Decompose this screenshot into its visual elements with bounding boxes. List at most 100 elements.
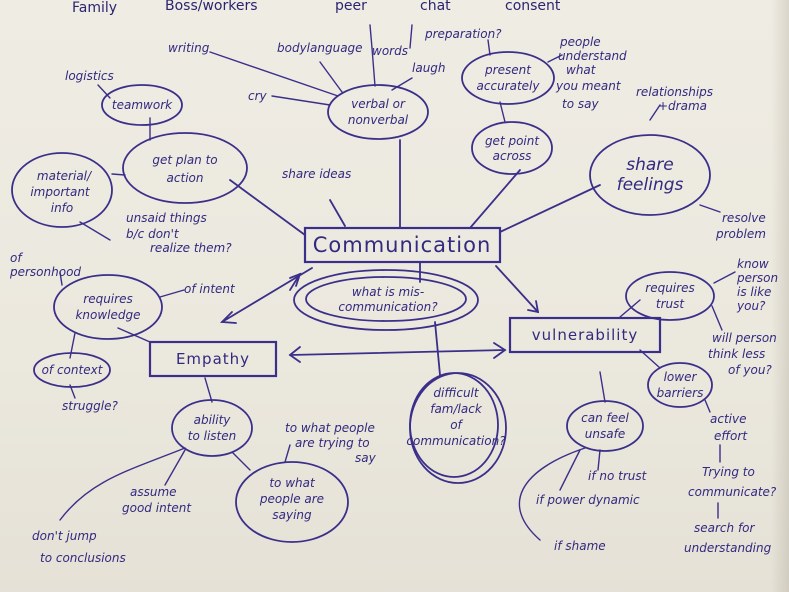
- line-listen-saying: [231, 451, 251, 471]
- resolve-line-2: problem: [715, 227, 766, 241]
- plan-teamwork: teamwork: [112, 98, 173, 112]
- line-comm-plan: [229, 179, 306, 236]
- verbal-words: words: [372, 44, 408, 58]
- bubble-listen: [171, 399, 253, 457]
- arrowhead-right: [493, 342, 507, 359]
- bubble-knowledge: [53, 274, 163, 340]
- info-line-3: info: [51, 201, 74, 215]
- line-saying-trying: [284, 444, 291, 463]
- think-line-3: of you?: [728, 363, 772, 377]
- line-vuln-trust: [619, 299, 641, 318]
- understand-line-4: you meant: [555, 79, 622, 93]
- line-verbal-body: [319, 61, 343, 93]
- effort-line-1: active: [710, 412, 746, 426]
- unsafe-shame: if shame: [554, 539, 606, 553]
- bubble-context: [33, 352, 111, 388]
- info-line-1: material/: [37, 169, 93, 183]
- verbal-body-language: bodylanguage: [277, 41, 363, 55]
- bubble-trust: [625, 271, 715, 321]
- trying-comm-line-1: Trying to: [702, 465, 755, 479]
- line-verbal-writing: [209, 51, 339, 97]
- line-present-getpoint: [499, 101, 506, 123]
- trying-line-2: are trying to: [295, 436, 370, 450]
- arrowhead-empathy-2: [289, 272, 302, 287]
- search-line-2: understanding: [684, 541, 772, 555]
- getpoint-line-2: across: [493, 149, 532, 163]
- knowledge-intent: of intent: [184, 282, 236, 296]
- header-word-consent: consent: [505, 0, 561, 14]
- verbal-laugh: laugh: [412, 61, 446, 75]
- feelings-line-2: feelings: [617, 175, 684, 195]
- line-verbal-cry: [271, 95, 331, 106]
- assume-line-1: assume: [130, 485, 177, 499]
- line-trust-think: [711, 305, 723, 331]
- listen-line-1: ability: [194, 413, 232, 427]
- bubble-getpoint: [471, 121, 553, 175]
- paper-fold-shadow: [771, 0, 789, 592]
- unsafe-line-2: unsafe: [585, 427, 625, 441]
- line-knowledge-context: [69, 332, 76, 359]
- barriers-line-1: lower: [664, 370, 698, 384]
- verbal-cry: cry: [248, 89, 268, 103]
- plan-line-1: get plan to: [152, 153, 217, 167]
- bubble-teamwork: [101, 84, 183, 126]
- know-line-3: is like: [737, 285, 771, 299]
- unsafe-line-1: can feel: [581, 411, 629, 425]
- miscomm-line-1: what is mis-: [352, 285, 424, 299]
- trying-line-3: say: [355, 451, 377, 465]
- knowledge-context: of context: [42, 363, 104, 377]
- arrow-comm-vuln: [495, 265, 539, 313]
- plan-line-2: action: [167, 171, 204, 185]
- line-info-unsaid: [79, 221, 111, 241]
- understand-line-2: understand: [558, 49, 627, 63]
- line-feelings-rel: [649, 104, 661, 121]
- difficult-line-3: of: [450, 418, 463, 432]
- line-unsafe-shame: [518, 447, 586, 541]
- difficult-line-4: communication?: [406, 434, 506, 448]
- line-comm-getpoint: [469, 169, 521, 229]
- line-comm-feelings: [499, 184, 601, 233]
- line-listen-assume: [164, 449, 186, 486]
- unsaid-line-1: unsaid things: [126, 211, 207, 225]
- understand-line-3: what: [566, 63, 597, 77]
- arrowhead-empathy: [219, 311, 237, 324]
- shapes: [11, 51, 715, 543]
- line-empathy-listen: [204, 377, 213, 403]
- line-unsafe-notrust: [597, 449, 601, 471]
- search-line-1: search for: [694, 521, 756, 535]
- bubble-plan: [122, 132, 248, 204]
- line-comm-ideas: [329, 199, 346, 227]
- line-unsafe-power: [559, 449, 581, 491]
- know-line-1: know: [737, 257, 769, 271]
- present-line-1: present: [484, 63, 532, 77]
- personhood-line-1: of: [10, 251, 23, 265]
- present-preparation: preparation?: [424, 27, 502, 41]
- assume-line-2: good intent: [122, 501, 192, 515]
- bubble-saying: [235, 461, 349, 543]
- bubble-difficult-2: [409, 372, 507, 484]
- line-knowledge-intent: [159, 289, 185, 298]
- know-line-2: person: [736, 271, 778, 285]
- line-present-prep: [487, 39, 491, 56]
- present-line-2: accurately: [477, 79, 541, 93]
- trying-line-1: to what people: [285, 421, 375, 435]
- difficult-line-2: fam/lack: [430, 402, 483, 416]
- miscomm-line-2: communication?: [338, 300, 438, 314]
- jump-line-1: don't jump: [32, 529, 97, 543]
- header-word-chat: chat: [420, 0, 451, 14]
- line-present-understand: [547, 54, 563, 63]
- line-miscomm-difficult: [434, 321, 441, 376]
- bubble-present: [461, 51, 555, 105]
- saying-line-1: to what: [269, 476, 316, 490]
- saying-line-2: people are: [259, 492, 324, 506]
- line-trust-know: [713, 271, 736, 284]
- line-feelings-resolve: [699, 204, 721, 213]
- verbal-line-1: verbal or: [351, 97, 406, 111]
- line-logistics-teamwork: [97, 84, 111, 99]
- arrow-empathy-vuln: [289, 349, 506, 356]
- line-vuln-unsafe: [599, 371, 606, 403]
- line-knowledge-personhood: [59, 271, 63, 286]
- relationships-line-1: relationships: [636, 85, 713, 99]
